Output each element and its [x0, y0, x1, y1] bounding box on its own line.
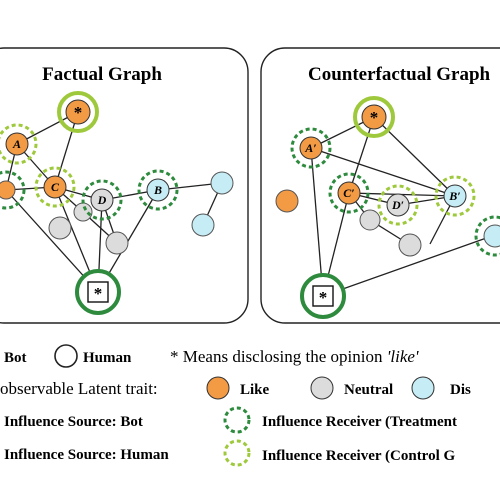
legend-star-note-text: * Means disclosing the opinion: [170, 347, 387, 366]
legend-dislike-icon: [411, 376, 435, 400]
counterfactual-node-neutral-1: [359, 209, 381, 231]
counterfactual-node-c: [337, 181, 361, 205]
counterfactual-node-d: [386, 193, 410, 217]
legend-dislike-label: Dis: [450, 382, 471, 398]
legend-receiver-treatment-label: Influence Receiver (Treatment: [262, 414, 457, 430]
factual-node-neutral-3: [73, 202, 93, 222]
legend-receiver-treatment-icon: [223, 406, 251, 434]
legend-source-human-label: Influence Source: Human: [4, 447, 169, 463]
factual-receiver-treatment-ring-b: [137, 169, 179, 211]
counterfactual-panel-frame: [260, 47, 500, 324]
counterfactual-panel: Counterfactual Graph *: [260, 47, 500, 324]
factual-receiver-control-ring-a: [0, 123, 38, 165]
counterfactual-bot-node-label: *: [319, 288, 328, 307]
legend-star-note: * Means disclosing the opinion 'like': [170, 347, 419, 366]
legend-like-icon: [206, 376, 230, 400]
factual-node-d-label: D: [97, 193, 107, 207]
counterfactual-node-b: [443, 184, 467, 208]
factual-node-c-label: C: [51, 180, 60, 194]
legend-trait-label: observable Latent trait:: [0, 379, 158, 398]
legend-human-label: Human: [83, 350, 132, 366]
counterfactual-node-b-label: B′: [448, 189, 460, 203]
counterfactual-node-neutral-2: [398, 233, 422, 257]
counterfactual-node-a-label: A′: [304, 141, 316, 155]
counterfactual-receiver-control-ring-b: [434, 175, 476, 217]
factual-node-a: [5, 132, 29, 156]
counterfactual-node-star-label: *: [370, 108, 379, 127]
factual-receiver-control-ring-c: [34, 166, 76, 208]
legend-neutral-icon: [310, 376, 334, 400]
factual-node-a-label: A: [12, 137, 21, 151]
factual-node-c: [43, 175, 67, 199]
legend-human-icon: [54, 344, 78, 368]
factual-node-d: [90, 188, 114, 212]
factual-node-star-label: *: [74, 103, 83, 122]
legend-receiver-control-label: Influence Receiver (Control G: [262, 448, 455, 464]
counterfactual-bot-node: [312, 285, 334, 307]
counterfactual-panel-title: Counterfactual Graph: [308, 64, 491, 85]
factual-node-neutral-1: [48, 216, 72, 240]
counterfactual-receiver-treatment-ring-right: [474, 215, 500, 257]
factual-edges: [5, 111, 223, 293]
factual-panel-frame: [0, 47, 249, 324]
counterfactual-receiver-control-ring-d: [377, 184, 419, 226]
legend-like-label: Like: [240, 382, 270, 398]
factual-node-star: [65, 99, 91, 125]
counterfactual-node-like-lone: [275, 189, 299, 213]
factual-node-b: [146, 178, 170, 202]
counterfactual-node-dislike-2: [483, 224, 500, 248]
legend-neutral-label: Neutral: [344, 382, 393, 398]
factual-node-like-left: [0, 180, 16, 200]
factual-receiver-treatment-ring-d: [81, 179, 123, 221]
counterfactual-receiver-treatment-ring-c: [328, 172, 370, 214]
legend-star-note-quote: 'like': [387, 347, 419, 366]
factual-node-dislike-2: [191, 213, 215, 237]
counterfactual-node-star: [361, 104, 387, 130]
factual-node-dislike-1: [210, 171, 234, 195]
factual-receiver-treatment-ring-left: [0, 170, 26, 210]
counterfactual-node-d-label: D′: [391, 198, 404, 212]
legend: Bot Human * Means disclosing the opinion…: [0, 344, 471, 467]
counterfactual-receiver-treatment-ring-a: [290, 127, 332, 169]
legend-source-bot-label: Influence Source: Bot: [4, 414, 143, 430]
counterfactual-node-a: [299, 136, 323, 160]
factual-bot-node: [87, 281, 109, 303]
factual-node-b-label: B: [153, 183, 162, 197]
factual-node-neutral-2: [105, 231, 129, 255]
legend-bot-label: Bot: [4, 350, 27, 366]
counterfactual-node-c-label: C′: [343, 186, 354, 200]
factual-bot-node-label: *: [94, 284, 103, 303]
legend-receiver-control-icon: [223, 439, 251, 467]
counterfactual-source-human-ring: [353, 96, 395, 138]
factual-panel-title: Factual Graph: [42, 64, 162, 85]
factual-source-human-ring: [57, 91, 99, 133]
factual-panel: Factual Graph *: [0, 47, 249, 324]
